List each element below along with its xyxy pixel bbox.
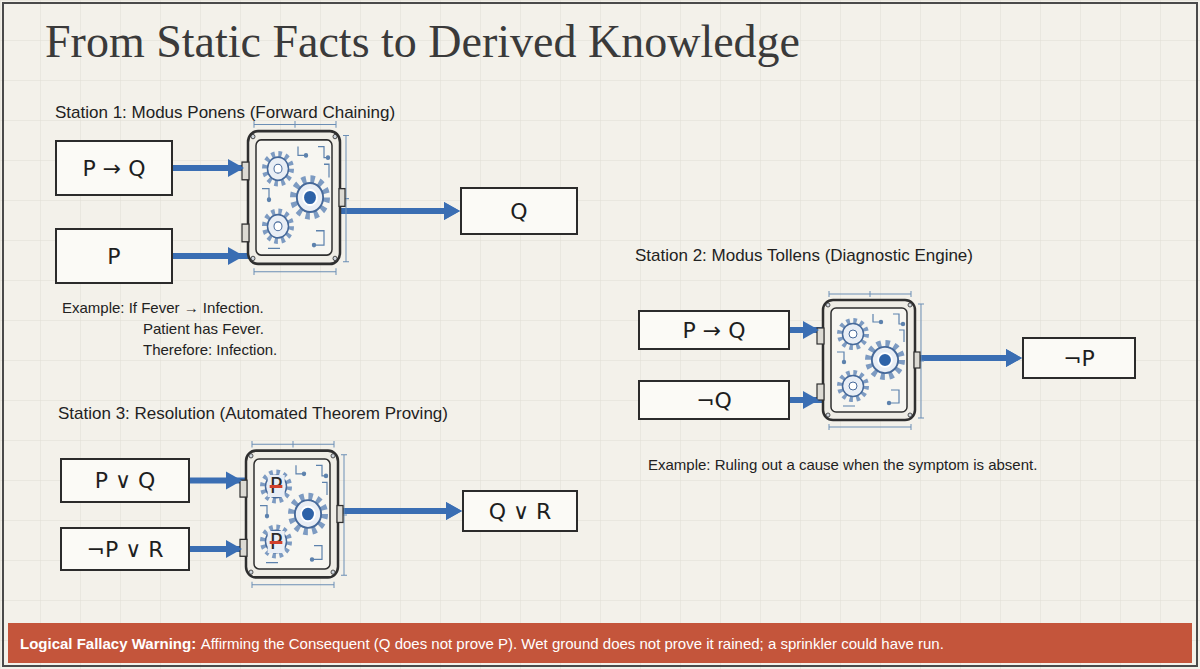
formula: P [107, 244, 120, 269]
cancelled-literal: P [268, 475, 285, 497]
logic-box: P → Q [55, 140, 173, 196]
station-heading: Station 3: Resolution (Automated Theorem… [58, 404, 448, 424]
diagram-title: From Static Facts to Derived Knowledge [45, 14, 800, 70]
logic-box: Q ∨ R [462, 490, 578, 532]
warning-text: Affirming the Consequent (Q does not pro… [201, 635, 944, 652]
machine-input-arrowhead [226, 540, 242, 558]
logic-box: ¬Q [638, 380, 790, 420]
inference-machine [240, 441, 347, 588]
formula: Q ∨ R [489, 499, 552, 524]
example-note: Example: Ruling out a cause when the sym… [648, 455, 1037, 475]
logic-box: P → Q [638, 310, 790, 350]
inference-machine [242, 121, 349, 275]
warning-heading: Logical Fallacy Warning: [20, 635, 196, 652]
formula: Q [510, 199, 527, 224]
logic-box: ¬P ∨ R [60, 527, 190, 571]
example-note: Patient has Fever. [143, 319, 264, 339]
machine-input-arrowhead [803, 391, 819, 409]
machine-input-arrowhead [803, 321, 819, 339]
logic-box: P ∨ Q [60, 458, 190, 503]
formula: P → Q [682, 318, 745, 343]
cancelled-literal: P [268, 531, 285, 553]
example-note: Example: If Fever → Infection. [62, 298, 264, 318]
formula: P → Q [82, 156, 145, 181]
logic-box: P [55, 228, 173, 284]
frame [3, 3, 1197, 666]
station-heading: Station 2: Modus Tollens (Diagnostic Eng… [635, 246, 973, 266]
machine-input-arrowhead [226, 472, 242, 490]
formula: ¬P [1063, 346, 1095, 371]
machine-input-arrowhead [228, 159, 244, 177]
formula: ¬P ∨ R [86, 537, 163, 562]
formula: P ∨ Q [95, 468, 156, 493]
formula: ¬Q [696, 388, 732, 413]
station-heading: Station 1: Modus Ponens (Forward Chainin… [55, 103, 395, 123]
logic-box: Q [460, 187, 578, 235]
example-note: Therefore: Infection. [143, 340, 277, 360]
inference-machine [817, 291, 924, 430]
warning-band: Logical Fallacy Warning: Affirming the Co… [8, 623, 1192, 663]
logic-box: ¬P [1022, 337, 1136, 379]
machine-input-arrowhead [228, 247, 244, 265]
